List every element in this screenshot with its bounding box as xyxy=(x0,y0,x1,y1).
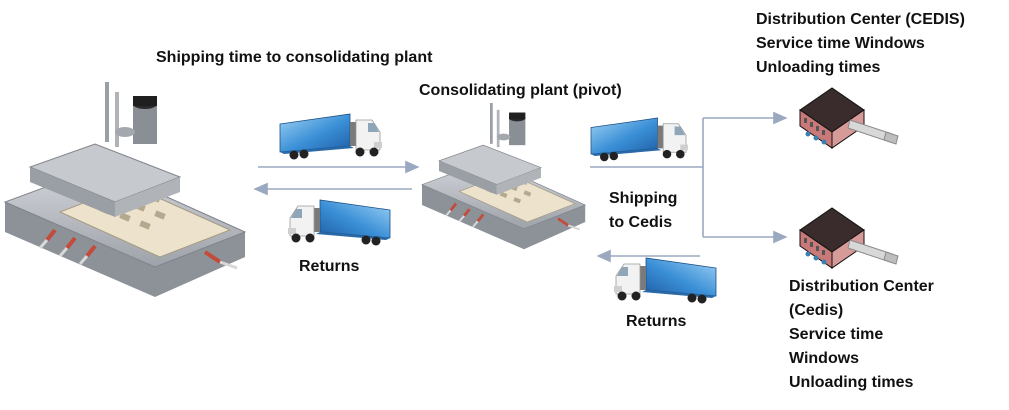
cedis-bottom-label: Distribution Center (Cedis) Service time… xyxy=(789,275,934,395)
cedis-top-line3: Unloading times xyxy=(756,59,881,76)
consolidating-plant-label: Consolidating plant (pivot) xyxy=(419,82,622,99)
distribution-center-top-warehouse-icon xyxy=(799,87,899,149)
cedis-top-label: Distribution Center (CEDIS) Service time… xyxy=(756,8,965,80)
shipping-to-cedis-line1: Shipping xyxy=(609,190,678,207)
cedis-top-line1: Distribution Center (CEDIS) xyxy=(756,11,965,28)
cedis-bottom-line1: Distribution Center xyxy=(789,278,934,295)
returns-truck-right-icon xyxy=(613,257,717,304)
cedis-bottom-line2: (Cedis) xyxy=(789,302,844,319)
shipping-to-cedis-truck-icon xyxy=(590,117,689,162)
returns-label-right: Returns xyxy=(626,313,687,330)
cedis-top-line2: Service time Windows xyxy=(756,35,925,52)
cedis-bottom-line5: Unloading times xyxy=(789,374,914,391)
distribution-center-bottom-warehouse-icon xyxy=(799,207,899,269)
cedis-bottom-line3: Service time xyxy=(789,326,884,343)
shipping-time-label: Shipping time to consolidating plant xyxy=(156,49,433,66)
main-plant-factory-icon xyxy=(3,80,247,299)
shipping-to-cedis-label: Shipping to Cedis xyxy=(609,187,677,235)
cedis-bottom-line4: Windows xyxy=(789,350,860,367)
shipping-truck-icon xyxy=(279,113,383,160)
returns-truck-icon xyxy=(287,199,391,246)
shipping-to-cedis-line2: to Cedis xyxy=(609,214,673,231)
pivot-plant-factory-icon xyxy=(420,101,587,251)
returns-label-left: Returns xyxy=(299,258,360,275)
distribution-branch-arrows xyxy=(590,111,788,244)
